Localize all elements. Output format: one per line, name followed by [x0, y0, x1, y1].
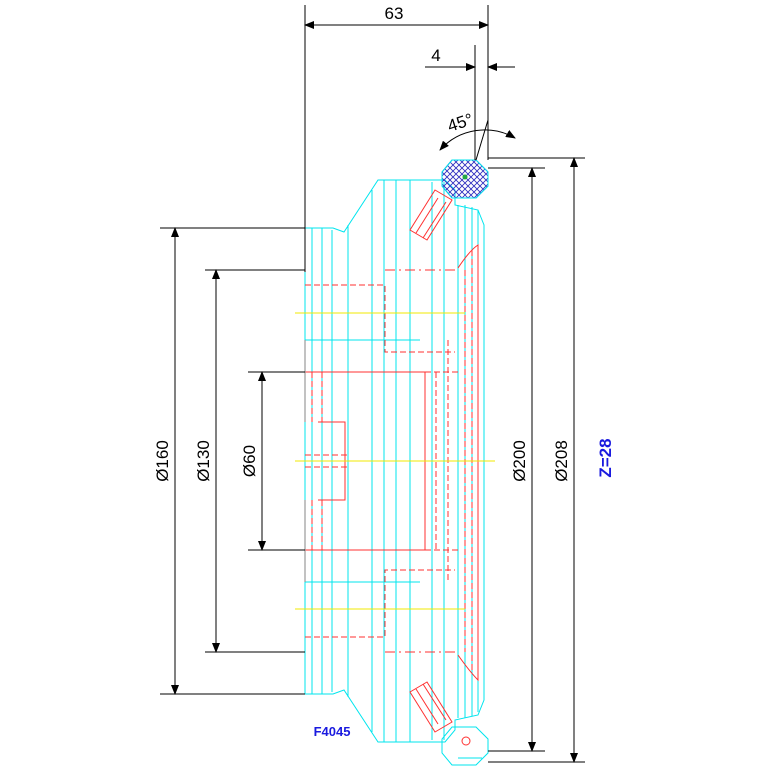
dim-160-label: Ø160 — [153, 440, 172, 482]
center-lines — [295, 312, 495, 610]
dim-208-label: Ø208 — [552, 440, 571, 482]
dim-63-label: 63 — [385, 4, 404, 23]
o-ring-section-top — [441, 159, 489, 199]
hidden-lines — [305, 189, 479, 746]
dim-200-label: Ø200 — [510, 440, 529, 482]
dim-130-label: Ø130 — [194, 440, 213, 482]
dim-4-label: 4 — [431, 46, 440, 65]
o-ring-section-bottom — [441, 726, 489, 766]
teeth-count-label: Z=28 — [596, 438, 615, 477]
dim-60-label: Ø60 — [240, 445, 259, 477]
part-code-label: F4045 — [314, 724, 351, 739]
dimensions — [160, 5, 585, 763]
